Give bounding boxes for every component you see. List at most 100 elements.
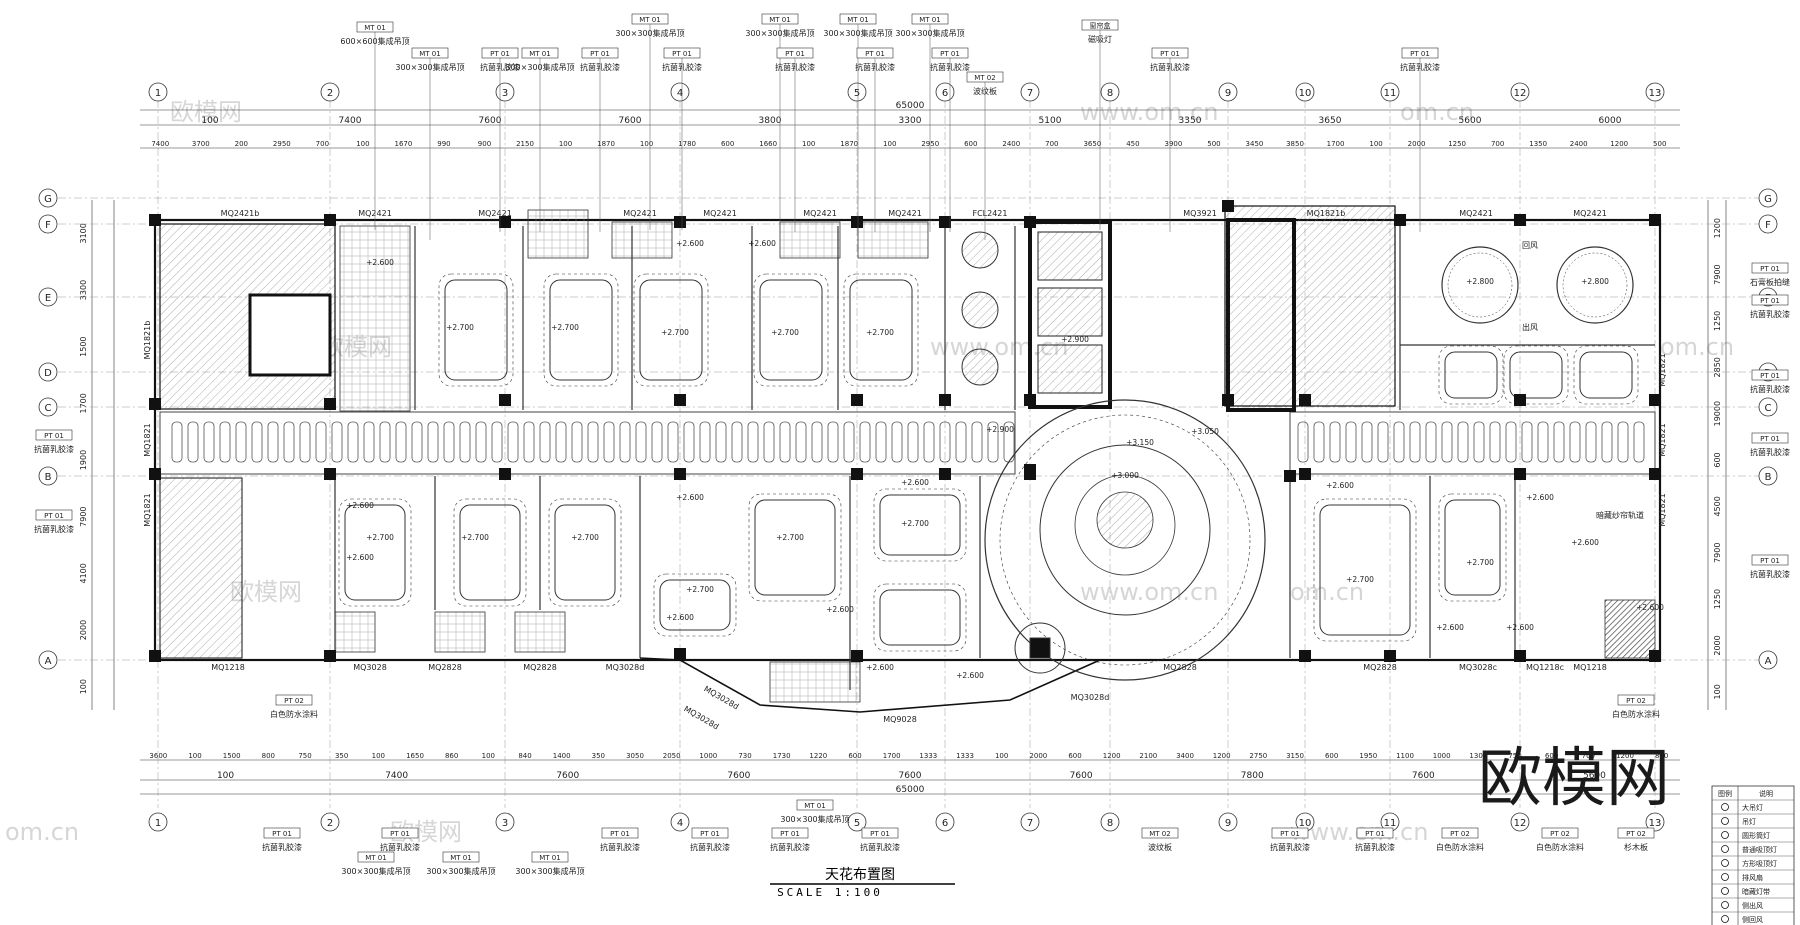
- dimension-value: 7900: [79, 506, 88, 526]
- door-label: MQ1821b: [143, 321, 152, 360]
- grid-bubble: [1758, 466, 1778, 486]
- height-label: +2.600: [748, 239, 776, 248]
- structural-column: [1649, 468, 1661, 480]
- grid-label: G: [1764, 194, 1772, 205]
- grid-bubble: [1295, 82, 1315, 102]
- linear-light: [251, 421, 263, 463]
- dimension-value: 100: [356, 140, 369, 148]
- door-label: MQ1821: [1658, 353, 1667, 387]
- grid-label: F: [1765, 220, 1771, 231]
- material-code: MT 01: [450, 854, 471, 862]
- grid-label: 7: [1027, 818, 1033, 829]
- ceiling-note: 出风: [1522, 322, 1538, 332]
- legend-symbol: [1721, 859, 1729, 867]
- height-label: +2.700: [571, 533, 599, 542]
- linear-light: [1617, 421, 1629, 463]
- linear-light: [411, 421, 423, 463]
- dimension-value: 1670: [395, 140, 413, 148]
- dimension-total: 65000: [896, 101, 925, 111]
- material-code-box: [1751, 432, 1789, 444]
- linear-light: [459, 421, 471, 463]
- ceiling-inset-panel: [459, 504, 521, 601]
- ceiling-light-trough: [748, 493, 842, 602]
- linear-light: [699, 421, 711, 463]
- structural-column: [499, 394, 511, 406]
- dimension-value: 3400: [1176, 752, 1194, 760]
- grid-label: C: [45, 403, 52, 414]
- linear-light: [1553, 421, 1565, 463]
- linear-light: [603, 421, 615, 463]
- structural-column: [1299, 394, 1311, 406]
- height-label: +2.700: [866, 328, 894, 337]
- material-code-box: [1356, 827, 1394, 839]
- ceiling-panels: [338, 273, 1639, 652]
- material-code-box: [1751, 554, 1789, 566]
- grid-bubble: [1100, 82, 1120, 102]
- grid-label: B: [1765, 472, 1772, 483]
- dimension-value: 7600: [727, 771, 750, 781]
- grid-bubble: [1218, 812, 1238, 832]
- dimension-value: 2000: [1029, 752, 1047, 760]
- ceiling-light-trough: [1573, 345, 1639, 405]
- brand-logo: 欧模网: [1478, 742, 1670, 816]
- material-code: PT 02: [1626, 830, 1646, 838]
- dimension-value: 5600: [1583, 771, 1606, 781]
- dimension-value: 3350: [1179, 116, 1202, 126]
- structural-column: [1514, 650, 1526, 662]
- grid-bubble: [1758, 397, 1778, 417]
- structural-column: [1649, 214, 1661, 226]
- grid-label: 3: [502, 818, 508, 829]
- material-code-box: [35, 429, 73, 441]
- dimension-value: 3900: [1165, 140, 1183, 148]
- material-name: 300×300集成吊顶: [426, 866, 495, 876]
- height-label: +2.600: [1326, 481, 1354, 490]
- legend-symbol: [1721, 887, 1729, 895]
- watermark-text: om.cn: [1660, 333, 1734, 361]
- linear-light: [315, 421, 327, 463]
- linear-light: [219, 421, 231, 463]
- dimension-value: 3800: [759, 116, 782, 126]
- dimension-value: 500: [1207, 140, 1220, 148]
- ceiling-light-trough: [633, 273, 709, 387]
- watermark-text: om.cn: [1400, 98, 1474, 126]
- grid-bubble: [148, 812, 168, 832]
- door-label: MQ1218c: [1526, 663, 1564, 672]
- material-code-box: [1141, 827, 1179, 839]
- door-label: FCL2421: [972, 209, 1007, 218]
- dimension-value: 860: [445, 752, 458, 760]
- dimension-value: 3050: [626, 752, 644, 760]
- structural-column: [324, 214, 336, 226]
- linear-light: [1297, 421, 1309, 463]
- linear-light: [267, 421, 279, 463]
- grid-bubble: [1510, 82, 1530, 102]
- dimension-value: 2400: [1570, 140, 1588, 148]
- height-label: +2.700: [1346, 575, 1374, 584]
- linear-light: [571, 421, 583, 463]
- linear-light: [971, 421, 983, 463]
- linear-light: [507, 421, 519, 463]
- material-code-box: [442, 851, 480, 863]
- grid-label: 13: [1649, 818, 1662, 829]
- drawing-title-block: 天花布置图 SCALE 1:100: [770, 867, 955, 899]
- height-label: +2.800: [1581, 277, 1609, 286]
- material-code: PT 01: [1760, 435, 1780, 443]
- door-label: MQ3028d: [702, 684, 740, 711]
- linear-light: [491, 421, 503, 463]
- legend-symbol: [1721, 845, 1729, 853]
- legend-item: 普通吸顶灯: [1742, 845, 1777, 854]
- dimension-value: 2400: [1002, 140, 1020, 148]
- dimension-value: 1200: [1103, 752, 1121, 760]
- dimension-value: 1333: [956, 752, 974, 760]
- ceiling-inset-panel: [639, 279, 703, 381]
- grid-label: F: [45, 220, 51, 231]
- ceiling-light-trough: [653, 573, 737, 637]
- height-label: +2.700: [1466, 558, 1494, 567]
- material-code-box: [35, 509, 73, 521]
- door-label: MQ2828: [1163, 663, 1197, 672]
